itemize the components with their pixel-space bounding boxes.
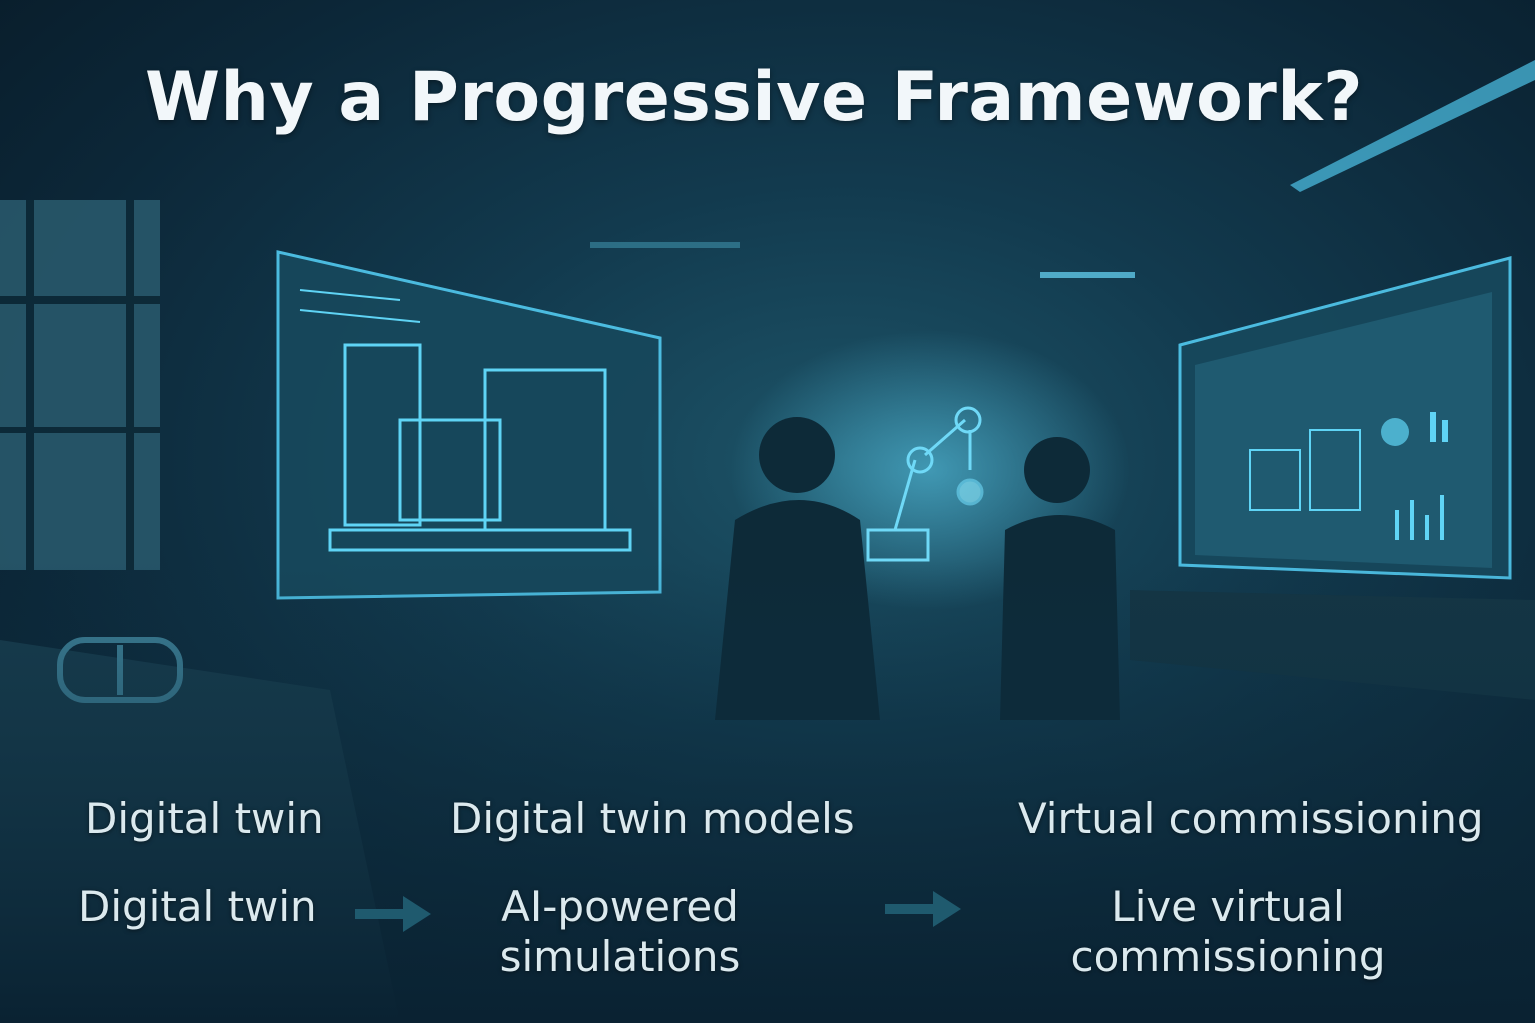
column-3-stage-line2: commissioning bbox=[1070, 932, 1386, 981]
arrow-right-icon bbox=[885, 891, 961, 927]
column-2-heading: Digital twin models bbox=[450, 794, 855, 843]
column-2-stage-line1: AI-powered bbox=[501, 882, 739, 931]
column-1-heading: Digital twin bbox=[85, 794, 324, 843]
column-3-heading: Virtual commissioning bbox=[1018, 794, 1484, 843]
window bbox=[0, 200, 160, 570]
column-1-stage: Digital twin bbox=[78, 882, 317, 931]
page-title: Why a Progressive Framework? bbox=[145, 58, 1364, 137]
left-holo-screen bbox=[276, 250, 662, 600]
column-2-stage-line2: simulations bbox=[499, 932, 741, 981]
robot-arm-hologram bbox=[866, 406, 984, 562]
right-dashboard-screen bbox=[1178, 256, 1512, 608]
column-3-stage-line1: Live virtual bbox=[1111, 882, 1345, 931]
arrow-right-icon bbox=[355, 896, 431, 932]
